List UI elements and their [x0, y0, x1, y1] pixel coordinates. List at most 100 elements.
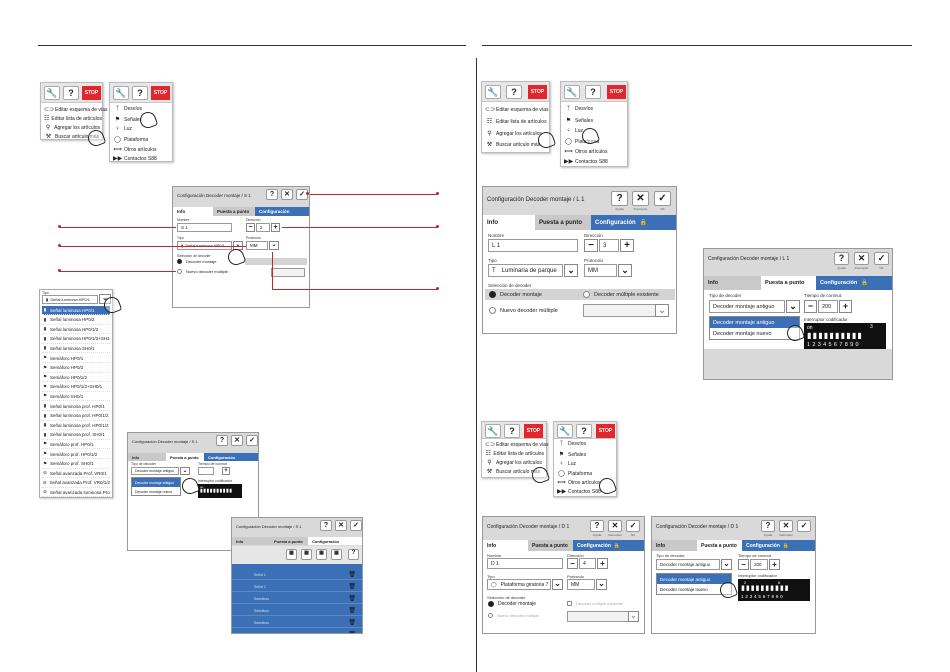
decoder-type-select[interactable]: Decoder montaje antiguo	[709, 300, 785, 313]
ok-button[interactable]: ✓	[246, 435, 258, 446]
protocol-select[interactable]: MM	[567, 579, 595, 590]
stop-button[interactable]: STOP	[524, 424, 543, 438]
stop-button[interactable]: STOP	[528, 85, 547, 99]
decoder-option-old[interactable]: Decoder montaje antiguo	[657, 574, 731, 584]
menu-item-signals[interactable]: ⚑Señales	[557, 451, 614, 459]
table-row[interactable]: Semáforo🗑	[232, 606, 362, 616]
menu-item-add-articles[interactable]: ⚲Agregar los artículos	[44, 124, 100, 132]
radio-decoder-assembly[interactable]: Decoder montaje	[489, 291, 542, 298]
close-button[interactable]: ✕	[779, 520, 793, 532]
signal-type-option[interactable]: ⚑Semáforo HP0/1/2+SH0/1	[42, 383, 110, 392]
tab-setup[interactable]: Puesta a punto	[528, 540, 573, 551]
close-button[interactable]: ✕	[608, 520, 622, 532]
switch-time-plus[interactable]: +	[839, 300, 852, 313]
address-minus[interactable]: −	[567, 558, 578, 569]
type-dropdown-chevron[interactable]: ⌄	[233, 241, 243, 250]
multiple-decoder-chevron[interactable]: ⌄	[655, 304, 669, 317]
help-button[interactable]: ?	[216, 435, 228, 446]
stop-button[interactable]: STOP	[82, 86, 101, 100]
type-select[interactable]: ▮Señal luminosa HP0/1	[177, 241, 232, 250]
trash-icon[interactable]: 🗑	[348, 631, 356, 633]
menu-item-edit-track[interactable]: ⊂⊃Editar esquema de vías	[485, 106, 549, 114]
dip-switch[interactable]: on ▮▮▮▮▮▮▮▮▮▮	[198, 484, 242, 498]
radio-new-multiple[interactable]: Nuevo decoder múltiple	[488, 613, 539, 618]
signal-type-option[interactable]: ▮Señal luminosa prof. HP0/1/2	[42, 412, 110, 421]
decoder-type-chevron[interactable]: ⌄	[721, 559, 732, 570]
type-dropdown-chevron[interactable]: ⌄	[552, 579, 563, 590]
multiple-decoder-chevron[interactable]: ⌄	[628, 611, 639, 622]
tab-config[interactable]: Configuración🔒	[742, 540, 815, 551]
settings-button[interactable]: 🔧	[44, 86, 60, 100]
tab-info[interactable]: Info	[652, 540, 697, 551]
address-field[interactable]: 4	[579, 558, 596, 569]
settings-button[interactable]: 🔧	[485, 85, 501, 99]
close-button[interactable]: ✕	[854, 252, 869, 265]
ok-button[interactable]: ✓	[797, 520, 811, 532]
help-button[interactable]: ?	[506, 85, 522, 99]
signal-type-option[interactable]: ⚑Semáforo prof. HP0/1/2	[42, 450, 110, 459]
table-row[interactable]: Señal 2🗑	[232, 582, 362, 592]
tab-info[interactable]: Info	[483, 540, 528, 551]
type-dropdown-chevron[interactable]: ⌄	[99, 294, 111, 304]
menu-item-search-more[interactable]: ⚒Buscar artículo más	[485, 468, 544, 476]
tab-setup[interactable]: Puesta a punto	[697, 540, 742, 551]
signal-type-option[interactable]: ▮Señal luminosa HP0/1	[42, 306, 110, 315]
switch-time-minus[interactable]: −	[738, 559, 749, 570]
address-plus[interactable]: +	[271, 223, 280, 232]
help-button[interactable]: ?	[576, 424, 592, 438]
signal-type-option[interactable]: ▮Señal luminosa HP0/2	[42, 316, 110, 325]
help-button[interactable]: ?	[834, 252, 849, 265]
menu-item-edit-list[interactable]: ☷Editar lista de artículos	[485, 450, 545, 458]
radio-decoder-assembly[interactable]: Decoder montaje	[177, 259, 216, 264]
menu-item-platform[interactable]: ◯Plataforma	[113, 136, 170, 144]
radio-multiple-existing[interactable]: Decoder múltiple existente	[583, 291, 659, 298]
decoder-option-old[interactable]: Decoder montaje antiguo	[710, 317, 799, 328]
address-minus[interactable]: −	[246, 223, 255, 232]
signal-type-option[interactable]: ▮Señal luminosa prof. SH0/1	[42, 431, 110, 440]
address-minus[interactable]: −	[584, 239, 598, 252]
menu-item-contacts[interactable]: ▶▶Contactos S88	[557, 488, 614, 496]
trash-icon[interactable]: 🗑	[348, 572, 356, 578]
menu-item-platform[interactable]: ◯Plataforma	[564, 138, 625, 146]
stop-button[interactable]: STOP	[151, 86, 170, 100]
ok-button[interactable]: ✓	[874, 252, 889, 265]
table-row[interactable]: Señal 1🗑	[232, 570, 362, 580]
help-button[interactable]: ?	[761, 520, 775, 532]
tab-setup[interactable]: Puesta a punto	[535, 215, 591, 230]
dip-switch[interactable]: 2 6 ▮▮▮▮▮▮▮▮▮▮ 1 2 3 4 5 6 7 8 9 0	[738, 579, 810, 601]
menu-item-search-more[interactable]: ⚒Buscar artículo más	[44, 133, 100, 141]
help-button[interactable]: ?	[611, 191, 628, 206]
trash-icon[interactable]: 🗑	[348, 620, 356, 626]
settings-button[interactable]: 🔧	[113, 86, 129, 100]
settings-button[interactable]: 🔧	[564, 85, 580, 99]
signal-type-option[interactable]: ⚑Semáforo HP0/2	[42, 364, 110, 373]
switch-time-field[interactable]	[198, 467, 214, 475]
tab-info[interactable]: Info	[173, 207, 213, 216]
help-button[interactable]: ?	[585, 85, 601, 99]
decoder-option-new[interactable]: Decoder montaje nuevo	[660, 586, 708, 592]
type-select[interactable]: ▮Señal luminosa HP0/1	[42, 295, 98, 304]
menu-item-platform[interactable]: ◯Plataforma	[557, 470, 614, 478]
table-row[interactable]: Semáforo🗑	[232, 594, 362, 604]
menu-item-signals[interactable]: ⚑Señales	[564, 117, 625, 125]
tab-config[interactable]: Configuración	[204, 453, 258, 461]
signal-type-option[interactable]: ⚑Semáforo SH0/1	[42, 392, 110, 402]
decoder-option-old[interactable]: Decoder montaje antiguo	[132, 478, 180, 487]
menu-item-light[interactable]: ♀Luz	[557, 461, 614, 467]
tab-setup[interactable]: Puesta a punto	[761, 276, 816, 290]
signal-type-option[interactable]: ⚑Semáforo HP0/1	[42, 354, 110, 363]
address-field[interactable]: 2	[256, 223, 270, 232]
close-button[interactable]: ✕	[632, 191, 649, 206]
address-plus[interactable]: +	[620, 239, 634, 252]
signal-type-option[interactable]: ▮Señal luminosa prof. HP0/1/2	[42, 421, 110, 431]
name-field[interactable]: D 1	[487, 558, 563, 569]
switch-time-field[interactable]: 200	[818, 300, 838, 313]
table-tool-button[interactable]: ▦	[316, 549, 327, 560]
ok-button[interactable]: ✓	[626, 520, 640, 532]
dip-switch[interactable]: on 3 ▮▮▮▮▮▮▮▮▮▮ 1 2 3 4 5 6 7 8 9 0	[804, 323, 886, 350]
menu-item-contacts[interactable]: ▶▶Contactos S88	[564, 158, 625, 166]
trash-icon[interactable]: 🗑	[348, 596, 356, 602]
table-tool-button[interactable]: ▦	[301, 549, 312, 560]
tab-info[interactable]: Info	[128, 453, 166, 461]
